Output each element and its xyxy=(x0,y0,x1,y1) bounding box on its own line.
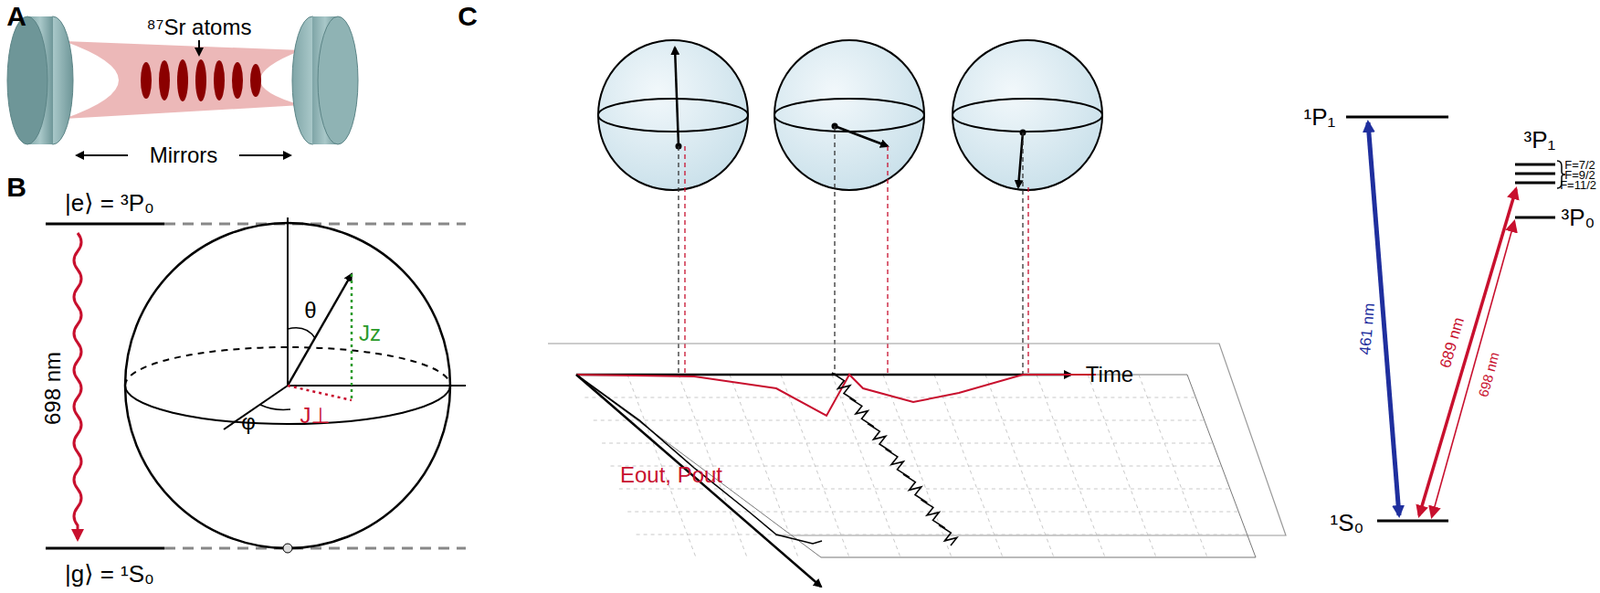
axis-label: J⊥ xyxy=(300,404,331,427)
axis-label: Eout, Pout xyxy=(620,463,723,486)
level-label: ¹S₀ xyxy=(1330,510,1365,535)
angle-label: θ xyxy=(304,299,316,322)
hyperfine-label: F=11/2 xyxy=(1559,178,1597,191)
panel-letter: B xyxy=(6,173,27,201)
state-label: |e⟩ = ³P₀ xyxy=(64,190,155,215)
level-label: ¹P₁ xyxy=(1304,105,1337,129)
axis-label: Jz xyxy=(358,322,381,345)
wavelength-label: 698 nm xyxy=(42,349,64,427)
wavelength-label: 461 nm xyxy=(1357,300,1378,358)
panel-letter: C xyxy=(457,2,478,31)
level-label: ³P₀ xyxy=(1561,205,1596,230)
mirror-label: Mirrors xyxy=(149,144,219,167)
level-label: ³P₁ xyxy=(1524,127,1557,152)
angle-label: φ xyxy=(241,410,256,433)
wavelength-label: 689 nm xyxy=(1436,313,1467,371)
state-label: |g⟩ = ¹S₀ xyxy=(64,561,155,586)
panel-letter: A xyxy=(6,2,27,31)
wavelength-label: 698 nm xyxy=(1475,348,1502,400)
axis-label: Time xyxy=(1085,363,1134,386)
atom-label: ⁸⁷Sr atoms xyxy=(147,16,253,39)
